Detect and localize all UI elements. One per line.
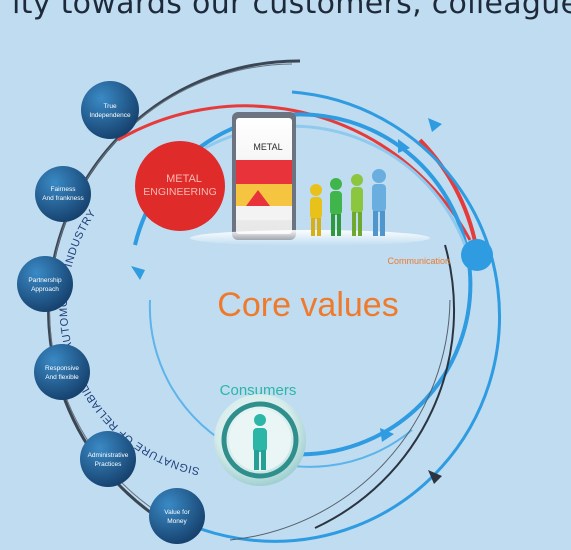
consumers-label: Consumers xyxy=(220,382,297,399)
blue-ring-mid xyxy=(133,112,473,457)
platform xyxy=(190,230,430,246)
svg-text:Independence: Independence xyxy=(89,112,131,119)
person-figure-yellow xyxy=(310,184,322,236)
metal-engineering-circle: METAL ENGINEERING xyxy=(135,141,225,231)
communication-label: Communication xyxy=(387,256,450,266)
arrow-head-icon xyxy=(428,118,442,132)
grey-right-arc-thin xyxy=(229,299,451,541)
consumer-badge xyxy=(214,394,306,486)
center-title: Core values xyxy=(217,286,398,324)
person-icon xyxy=(253,414,267,470)
value-circle-value-for-money: Value for Money xyxy=(149,488,205,544)
value-circle-fairness: Fairness And frankness xyxy=(35,166,91,222)
value-circle-administrative: Administrative Practices xyxy=(80,431,136,487)
arrow-head-icon xyxy=(398,139,410,153)
phone-brand: METAL xyxy=(253,142,282,152)
svg-text:And frankness: And frankness xyxy=(42,195,84,202)
svg-text:Responsive: Responsive xyxy=(45,365,79,372)
people-figures xyxy=(310,169,386,236)
arrow-head-icon xyxy=(380,428,394,442)
person-figure-lime xyxy=(351,174,363,236)
communication-node xyxy=(461,239,493,271)
svg-text:Money: Money xyxy=(167,518,187,525)
blue-ring-outer xyxy=(159,90,502,543)
svg-text:Value for: Value for xyxy=(164,509,190,516)
svg-text:Partnership: Partnership xyxy=(28,277,62,284)
svg-text:Administrative: Administrative xyxy=(88,452,129,459)
metal-line2: ENGINEERING xyxy=(143,186,217,198)
grey-right-arc xyxy=(314,244,456,529)
reliability-arc-text: SIGNATURE OF RELIABILITY IN AUTOMOTIVE I… xyxy=(58,207,201,476)
person-figure-green xyxy=(330,178,342,236)
person-figure-blue xyxy=(372,169,386,236)
value-circle-responsive: Responsive And flexible xyxy=(34,344,90,400)
arrow-head-icon xyxy=(131,266,145,280)
svg-text:Fairness: Fairness xyxy=(51,186,77,193)
value-circle-partnership: Partnership Approach xyxy=(17,256,73,312)
value-circles: True Independence Fairness And frankness… xyxy=(17,81,205,544)
svg-text:True: True xyxy=(103,103,117,110)
svg-text:Practices: Practices xyxy=(95,461,122,468)
svg-text:And flexible: And flexible xyxy=(45,374,79,381)
svg-text:Approach: Approach xyxy=(31,286,59,293)
value-circle-true-independence: True Independence xyxy=(81,81,139,139)
phone-device: METAL xyxy=(232,112,296,240)
banner-text: ity towards our customers, colleagues a xyxy=(12,0,571,21)
arrow-head-icon xyxy=(428,470,442,484)
metal-line1: METAL xyxy=(166,173,202,185)
